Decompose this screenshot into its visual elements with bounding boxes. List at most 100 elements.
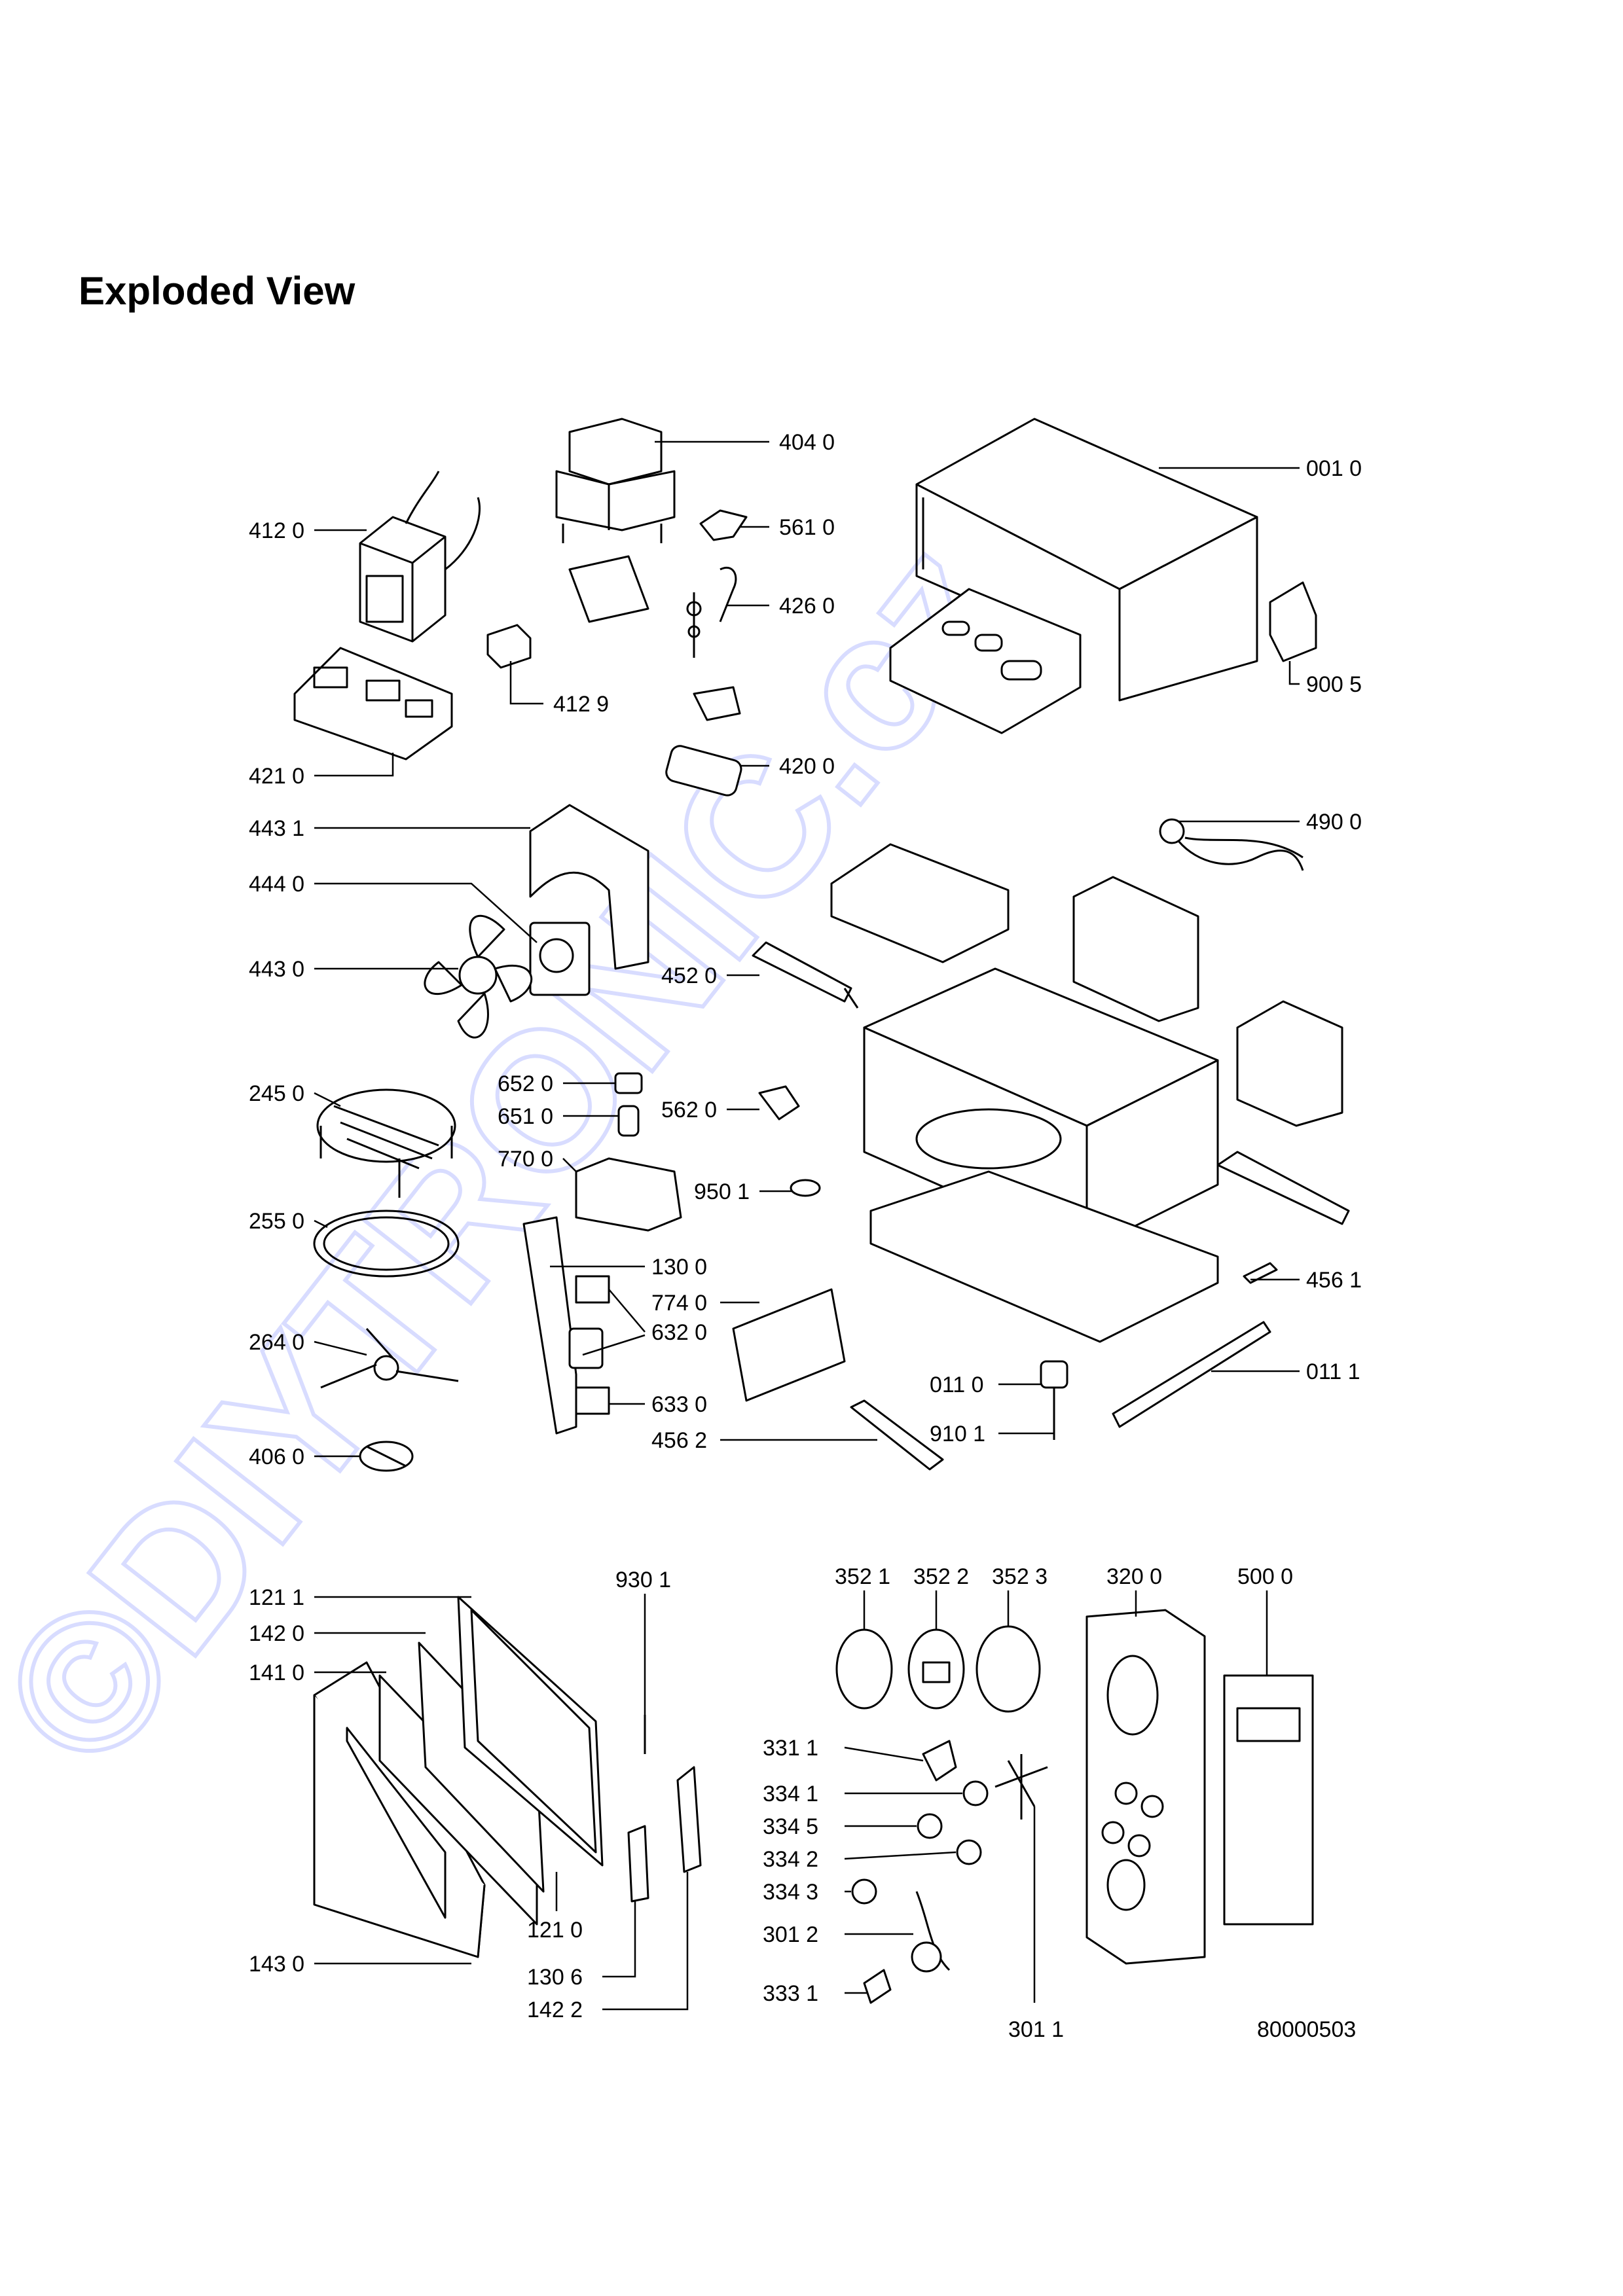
part-333-1-knob [863,1969,892,2004]
callout-500-0: 500 0 [1237,1564,1293,1589]
callout-255-0: 255 0 [249,1209,304,1234]
callout-900-5: 900 5 [1306,672,1362,697]
callout-633-0: 633 0 [651,1392,707,1417]
callout-011-1: 011 1 [1306,1359,1360,1384]
callout-301-2: 301 2 [763,1922,818,1947]
part-456-1 [1243,1262,1278,1284]
part-452-0-heater-element [752,941,859,1009]
callout-774-0: 774 0 [651,1291,707,1316]
callout-245-0: 245 0 [249,1081,304,1106]
part-950-1 [790,1179,821,1197]
callout-011-0: 011 0 [930,1372,984,1397]
part-443-0-fan-blade [424,914,533,1039]
part-121-1-door-panel [457,1596,604,1867]
callout-320-0: 320 0 [1106,1564,1162,1589]
callout-420-0: 420 0 [779,754,835,779]
part-412-0-magnetron [359,471,481,643]
callout-352-1: 352 1 [835,1564,890,1589]
part-352-1-ring [835,1628,893,1710]
part-426-0-diode [686,566,737,658]
callout-142-0: 142 0 [249,1621,304,1646]
callout-130-0: 130 0 [651,1255,707,1280]
callout-334-2: 334 2 [763,1847,818,1872]
part-334-2-button [956,1839,982,1865]
callout-334-5: 334 5 [763,1814,818,1839]
part-320-0-control-panel [1085,1609,1206,1965]
callout-labels: 404 0 001 0 412 0 561 0 426 0 412 9 900 … [249,430,1362,2042]
callout-651-0: 651 0 [498,1104,553,1129]
callout-652-0: 652 0 [498,1071,553,1096]
part-130-6-latch [627,1825,649,1903]
callout-301-1: 301 1 [1008,2017,1064,2042]
callout-001-0: 001 0 [1306,456,1362,481]
part-443-1-air-duct [529,804,649,970]
part-774-0-mica-cover [732,1288,846,1402]
callout-406-0: 406 0 [249,1444,304,1469]
callout-770-0: 770 0 [498,1147,553,1172]
part-404-0-transformer [555,418,676,543]
callout-452-0: 452 0 [661,963,717,988]
part-331-1-knob [922,1740,957,1782]
callout-490-0: 490 0 [1306,810,1362,834]
part-001-0-outer-casing [889,418,1258,734]
part-900-5-hinge [1269,581,1317,662]
callout-333-1: 333 1 [763,1981,818,2006]
part-412-9 [486,624,532,669]
leader-lines [314,440,1300,2011]
callout-121-1: 121 1 [249,1585,304,1610]
callout-443-1: 443 1 [249,816,304,841]
drawing-number: 80000503 [1257,2017,1356,2042]
callout-142-2: 142 2 [527,1998,583,2022]
part-334-5-button [917,1813,943,1839]
part-143-0-door-frame [313,1661,486,1958]
part-301-1-linkage [994,1754,1048,1820]
callout-412-9: 412 9 [553,692,609,717]
callout-443-0: 443 0 [249,957,304,982]
callout-456-1: 456 1 [1306,1268,1362,1293]
part-insulation-sheet [568,555,649,623]
part-770-0-waveguide [575,1157,682,1232]
callout-331-1: 331 1 [763,1736,818,1761]
callout-264-0: 264 0 [249,1330,304,1355]
callout-561-0: 561 0 [779,515,835,540]
part-capacitor-bracket [693,686,741,721]
callout-910-1: 910 1 [930,1422,985,1446]
part-406-0-turntable-motor [359,1441,414,1472]
part-421-0-circuit-board [293,647,453,761]
callout-121-0: 121 0 [527,1918,583,1943]
callout-950-1: 950 1 [694,1179,750,1204]
part-011-0 [1040,1360,1068,1389]
part-130-0-interlock-bracket [522,1216,610,1435]
part-652-0 [614,1072,643,1094]
part-oven-cavity [830,843,1350,1343]
part-011-1-rail [1112,1321,1271,1428]
callout-632-0: 632 0 [651,1320,707,1345]
part-352-3-dial-plate [976,1625,1041,1713]
callout-352-2: 352 2 [913,1564,969,1589]
callout-444-0: 444 0 [249,872,304,897]
callout-404-0: 404 0 [779,430,835,455]
callout-412-0: 412 0 [249,518,304,543]
part-245-0-grill-rack [316,1088,456,1198]
part-142-2-hook [676,1766,702,1873]
part-301-2-lever [911,1891,951,1973]
callout-426-0: 426 0 [779,594,835,619]
part-121-0-door-seal [470,1609,597,1854]
callout-334-1: 334 1 [763,1782,818,1806]
callout-352-3: 352 3 [992,1564,1048,1589]
part-490-0-lamp [1159,818,1304,871]
callout-456-2: 456 2 [651,1428,707,1453]
part-500-0-door-release [1223,1674,1314,1926]
part-420-0-capacitor [665,745,742,797]
part-562-0-thermostat [758,1085,800,1121]
callout-141-0: 141 0 [249,1660,304,1685]
part-255-0-roller-ring [313,1210,460,1278]
part-334-1-button [962,1780,989,1806]
callout-930-1: 930 1 [615,1568,671,1592]
callout-130-6: 130 6 [527,1965,583,1990]
part-264-0-roller-support [320,1328,459,1389]
callout-143-0: 143 0 [249,1952,304,1977]
callout-562-0: 562 0 [661,1098,717,1122]
part-352-2-dial-cover [907,1628,965,1710]
